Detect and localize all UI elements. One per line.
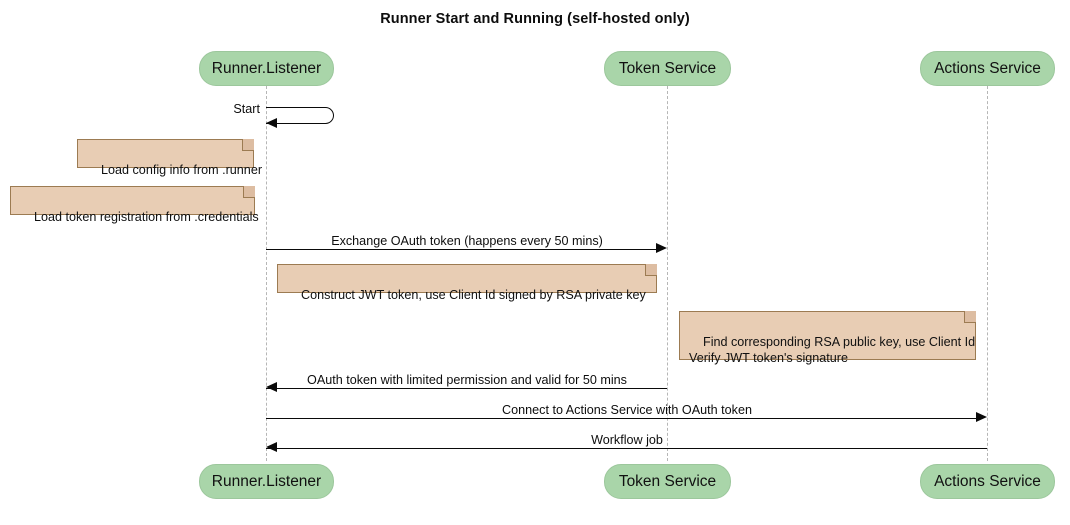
note-fold-corner-icon — [645, 264, 657, 276]
message-arrowhead-start — [266, 118, 277, 128]
lifeline-actions — [987, 86, 988, 461]
participant-token-service-top[interactable]: Token Service — [604, 51, 731, 86]
participant-label: Actions Service — [934, 472, 1041, 490]
message-line-oauth-token-reply — [266, 388, 667, 389]
participant-actions-service-bottom[interactable]: Actions Service — [920, 464, 1055, 499]
participant-label: Token Service — [618, 472, 717, 490]
note-text: Find corresponding RSA public key, use C… — [689, 335, 976, 365]
note-load-config-info: Load config info from .runner — [77, 139, 262, 177]
message-arrowhead-connect-actions-service — [976, 412, 987, 422]
participant-label: Runner.Listener — [211, 59, 322, 77]
message-arrowhead-exchange-oauth-token — [656, 243, 667, 253]
message-label-connect-actions-service: Connect to Actions Service with OAuth to… — [502, 403, 752, 417]
participant-label: Token Service — [618, 59, 717, 77]
lifeline-runner — [266, 86, 267, 461]
message-line-workflow-job — [266, 448, 987, 449]
message-line-connect-actions-service — [266, 418, 976, 419]
note-text: Load config info from .runner — [101, 163, 263, 177]
message-arrowhead-oauth-token-reply — [266, 382, 277, 392]
message-label-start: Start — [233, 102, 260, 116]
page-title: Runner Start and Running (self-hosted on… — [380, 11, 690, 27]
note-fold-corner-icon — [243, 186, 255, 198]
note-load-token-registration: Load token registration from .credential… — [10, 186, 259, 224]
message-line-exchange-oauth-token — [266, 249, 656, 250]
participant-runner-listener-bottom[interactable]: Runner.Listener — [199, 464, 334, 499]
note-text: Construct JWT token, use Client Id signe… — [301, 288, 646, 302]
message-label-oauth-token-reply: OAuth token with limited permission and … — [307, 373, 627, 387]
message-label-exchange-oauth-token: Exchange OAuth token (happens every 50 m… — [331, 234, 603, 248]
lifeline-token — [667, 86, 668, 461]
participant-token-service-bottom[interactable]: Token Service — [604, 464, 731, 499]
message-arrowhead-workflow-job — [266, 442, 277, 452]
note-text: Load token registration from .credential… — [34, 210, 259, 224]
message-label-workflow-job: Workflow job — [591, 433, 663, 447]
note-fold-corner-icon — [242, 139, 254, 151]
participant-label: Runner.Listener — [211, 472, 322, 490]
participant-actions-service-top[interactable]: Actions Service — [920, 51, 1055, 86]
message-self-loop-start — [266, 107, 334, 124]
note-construct-jwt-token: Construct JWT token, use Client Id signe… — [277, 264, 657, 302]
note-verify-jwt-token: Find corresponding RSA public key, use C… — [679, 311, 976, 365]
participant-label: Actions Service — [934, 59, 1041, 77]
participant-runner-listener-top[interactable]: Runner.Listener — [199, 51, 334, 86]
note-fold-corner-icon — [964, 311, 976, 323]
